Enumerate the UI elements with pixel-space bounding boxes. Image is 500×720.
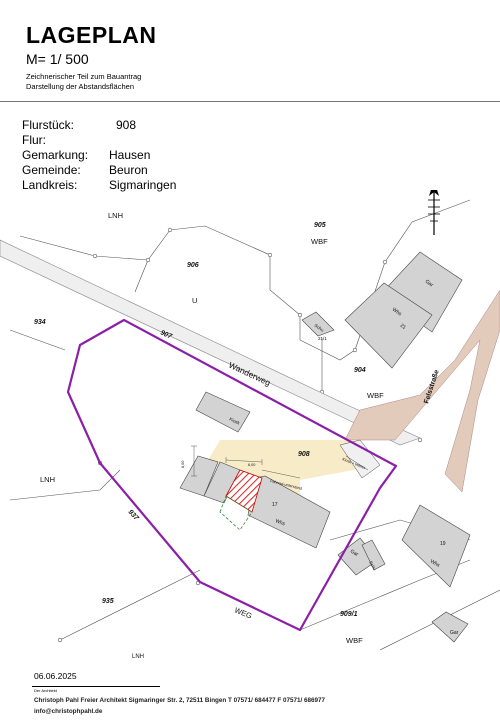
- label-num-21-1: 21/1: [318, 336, 327, 341]
- header-divider: [0, 101, 500, 102]
- wanderweg-path: [0, 239, 421, 446]
- label-wbf-904: WBF: [367, 391, 384, 400]
- plan-date: 06.06.2025: [34, 671, 77, 681]
- label-parcel-908: 908: [298, 451, 310, 458]
- property-boundary: [66, 318, 398, 632]
- parcel-line-935: [59, 569, 201, 641]
- label-parcel-907: 907: [159, 329, 174, 341]
- label-kiosk: Kiosk: [229, 416, 242, 425]
- subtitle-bauantrag: Zeichnerischer Teil zum Bauantrag: [26, 72, 142, 81]
- signature-caption: Der Architekt: [34, 688, 57, 693]
- subtitle-abstandsflaechen: Darstellung der Abstandsflächen: [26, 82, 134, 91]
- signature-line: [32, 686, 160, 687]
- label-parcel-937: 937: [127, 509, 141, 523]
- gemarkung-label: Gemarkung:: [22, 148, 89, 162]
- landkreis-label: Landkreis:: [22, 178, 78, 192]
- label-parcel-905: 905: [314, 222, 326, 229]
- building-whs-19: [401, 504, 471, 588]
- label-wbf-905: WBF: [311, 237, 328, 246]
- kiosk-imbiss-structure: [339, 439, 381, 479]
- label-lnh-bottom: LNH: [132, 654, 144, 660]
- label-whs-21: Whs: [391, 307, 403, 318]
- label-weg: WEG: [233, 606, 253, 621]
- label-parcel-906: 906: [187, 262, 199, 269]
- label-lnh-left: LNH: [40, 475, 55, 484]
- label-dim-top: 6,00: [248, 463, 255, 467]
- label-fahrradunterstand: Fahrrad-unterstand: [270, 479, 303, 491]
- label-whs-19: Whs: [429, 559, 441, 569]
- label-whs-17: Whs: [274, 518, 286, 527]
- label-dim-left: 8,00: [181, 461, 185, 468]
- label-lnh-top: LNH: [108, 211, 123, 220]
- scale-label: M= 1/ 500: [26, 51, 89, 67]
- parcel-line-906: [19, 225, 301, 340]
- parcel-line-934: [9, 329, 66, 351]
- landkreis-value: Sigmaringen: [109, 178, 177, 192]
- label-wbf-909: WBF: [346, 636, 363, 645]
- label-parcel-909-1: 909/1: [340, 611, 358, 618]
- site-plan-map: LNH 905 WBF 906 U 934 907 Wanderweg 904 …: [0, 190, 500, 660]
- label-u-906: U: [192, 296, 197, 305]
- architect-email: info@christophpahl.de: [34, 708, 103, 715]
- parcel-line-906-south: [134, 259, 149, 293]
- dimension-lines: [191, 445, 301, 479]
- felsstrasse-street: [344, 289, 500, 493]
- page-title: LAGEPLAN: [26, 22, 157, 48]
- architect-address: Christoph Pahl Freier Architekt Sigmarin…: [34, 697, 325, 704]
- building-garage-bottom: [431, 611, 469, 643]
- building-kiosk-existing: [195, 391, 251, 433]
- label-schu-mid: Schu: [368, 560, 378, 572]
- plot-908-area: [205, 440, 380, 510]
- building-neighbor-1: [179, 455, 219, 497]
- label-num-17: 17: [272, 502, 278, 508]
- parcel-line-lnh: [9, 469, 121, 501]
- building-whs-21: [344, 282, 433, 369]
- label-gar-bottom: Gar: [450, 630, 459, 636]
- building-schuppen-mid: [361, 539, 386, 571]
- label-gar-top: Gar: [424, 279, 435, 289]
- gemarkung-value: Hausen: [109, 148, 151, 162]
- label-parcel-904: 904: [354, 367, 366, 374]
- label-gar-mid: Gar: [349, 549, 360, 559]
- building-schuppen-top: [301, 311, 335, 337]
- flurstueck-value: 908: [116, 118, 137, 132]
- flur-label: Flur:: [22, 133, 46, 147]
- label-num-19: 19: [440, 541, 446, 547]
- flurstueck-label: Flurstück:: [22, 118, 75, 132]
- parcel-line-905-north: [384, 199, 471, 263]
- north-arrow-icon: [428, 190, 440, 235]
- label-parcel-934: 934: [34, 319, 46, 326]
- gemeinde-value: Beuron: [109, 163, 148, 177]
- label-num-21: 21: [399, 323, 407, 331]
- label-schu-top: Schu: [313, 323, 325, 333]
- setback-area: [219, 495, 253, 531]
- label-parcel-935: 935: [102, 598, 114, 605]
- gemeinde-label: Gemeinde:: [22, 163, 81, 177]
